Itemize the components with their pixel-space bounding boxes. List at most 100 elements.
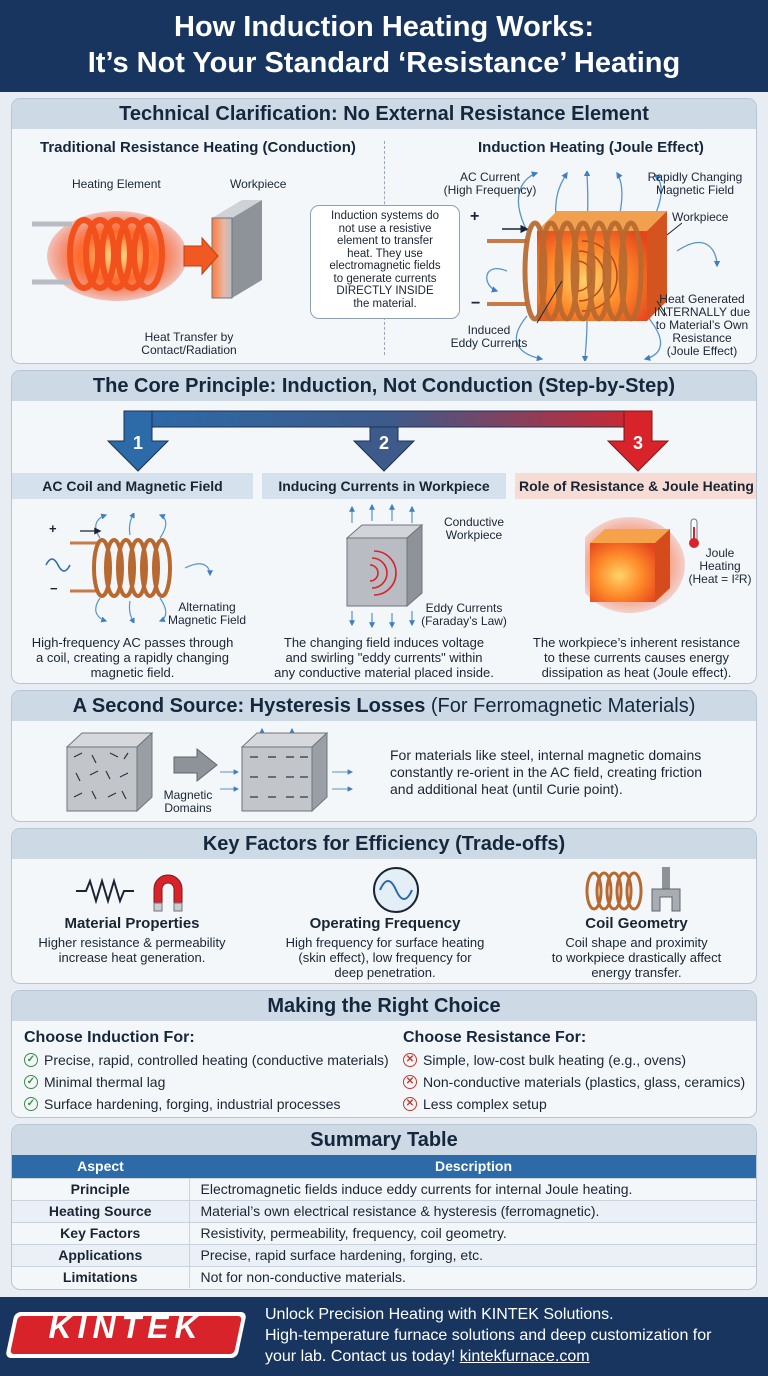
step-1-desc-line-3: magnetic field.	[90, 665, 175, 680]
summary-title: Summary Table	[12, 1125, 756, 1155]
factor-1-desc-line-2: increase heat generation.	[58, 950, 206, 965]
resistance-choice-item: ✕Less complex setup	[403, 1093, 745, 1115]
table-cell-aspect: Heating Source	[12, 1199, 190, 1222]
table-cell-aspect: Applications	[12, 1243, 190, 1266]
ac-coil-illustration	[45, 513, 213, 623]
eddy-line-2: Eddy Currents	[450, 336, 528, 350]
joule-heating-illustration	[585, 517, 699, 613]
footer-line-2: High-temperature furnace solutions and d…	[265, 1327, 712, 1344]
step-3-desc-line-3: dissipation as heat (Joule effect).	[541, 665, 732, 680]
factor-1-title: Material Properties	[64, 915, 200, 932]
step-2-title: Inducing Currents in Workpiece	[262, 473, 506, 499]
table-cell-description: Material’s own electrical resistance & h…	[189, 1199, 756, 1222]
table-cell-description: Resistivity, permeability, frequency, co…	[189, 1221, 756, 1244]
table-cell-description: Not for non-conductive materials.	[189, 1265, 756, 1288]
coil-geometry-icon	[585, 867, 681, 912]
induction-illustration	[486, 171, 721, 361]
ac-current-line-1: AC Current	[459, 170, 521, 184]
magnetic-domains-illustration	[65, 727, 354, 813]
step-3-title: Role of Resistance & Joule Heating	[515, 473, 756, 499]
page-title-line-1: How Induction Heating Works:	[174, 11, 594, 43]
step-1-desc-line-1: High-frequency AC passes through	[31, 635, 234, 650]
step-2-number: 2	[378, 433, 389, 453]
step-3-number: 3	[632, 433, 643, 453]
eddy-current-illustration	[345, 503, 424, 628]
table-cell-aspect: Principle	[12, 1177, 190, 1200]
resistance-choice-text: Non-conductive materials (plastics, glas…	[423, 1074, 746, 1090]
check-icon: ✓	[24, 1053, 38, 1067]
hysteresis-desc: For materials like steel, internal magne…	[390, 747, 750, 798]
induction-choice-item: ✓ Precise, rapid, controlled heating (con…	[24, 1049, 389, 1071]
step-2-desc-line-3: any conductive material placed inside.	[274, 665, 494, 680]
clarification-title: Technical Clarification: No External Res…	[12, 99, 756, 129]
minus-terminal: −	[471, 295, 481, 312]
factor-2-desc-line-1: High frequency for surface heating	[285, 935, 485, 950]
step-2-card: Inducing Currents in Workpiece Conductiv…	[262, 473, 507, 683]
resistance-choice-text: Simple, low-cost bulk heating (e.g., ove…	[423, 1052, 687, 1068]
website-link[interactable]: kintekfurnace.com	[459, 1348, 590, 1365]
note-line-4: heat. They use	[347, 247, 423, 260]
step-1-number: 1	[132, 433, 143, 453]
field-line-1: Rapidly Changing	[647, 170, 743, 184]
heating-element-label: Heating Element	[72, 177, 161, 191]
footer-banner: KINTEK Unlock Precision Heating with KIN…	[0, 1297, 768, 1376]
resistance-choice-heading: Choose Resistance For:	[403, 1029, 587, 1046]
heat-gen-line-1: Heat Generated	[659, 292, 745, 306]
heat-gen-line-4: Resistance	[672, 331, 732, 345]
induction-choice-item: ✓Surface hardening, forging, industrial …	[24, 1093, 389, 1115]
induction-choice-heading: Choose Induction For:	[24, 1029, 195, 1046]
step-3-desc-line-2: to these currents causes energy	[544, 650, 729, 665]
factor-3-desc-line-1: Coil shape and proximity	[565, 935, 708, 950]
resistance-choice-item: ✕ Non-conductive materials (plastics, gla…	[403, 1071, 745, 1093]
step-1-minus: −	[50, 581, 58, 596]
note-line-7: DIRECTLY INSIDE	[336, 285, 434, 297]
resistor-magnet-icon	[76, 874, 183, 912]
x-icon: ✕	[403, 1075, 417, 1089]
footer-line-3-text: your lab. Contact us today!	[265, 1348, 460, 1365]
choice-title: Making the Right Choice	[12, 991, 756, 1021]
note-line-8: the material.	[353, 297, 417, 310]
induction-choice-text: Minimal thermal lag	[44, 1074, 166, 1090]
factors-panel: Key Factors for Efficiency (Trade-offs) …	[11, 828, 757, 984]
step-3-desc-line-1: The workpiece’s inherent resistance	[532, 635, 741, 650]
factor-3-desc-line-3: energy transfer.	[591, 965, 682, 980]
core-title: The Core Principle: Induction, Not Condu…	[12, 371, 756, 401]
core-principle-panel: The Core Principle: Induction, Not Condu…	[11, 370, 757, 684]
plus-terminal: +	[470, 208, 480, 225]
step-1-plus: +	[49, 521, 57, 536]
hysteresis-desc-line-1: For materials like steel, internal magne…	[390, 747, 702, 763]
field-line-2: Magnetic Field	[655, 183, 735, 197]
x-icon: ✕	[403, 1053, 417, 1067]
note-line-6: to generate currents	[333, 272, 437, 285]
step-2-label-b-line-2: (Faraday’s Law)	[421, 614, 507, 628]
choice-panel: Making the Right Choice Choose Induction…	[11, 990, 757, 1118]
note-line-5: electromagnetic fields	[329, 260, 441, 272]
domains-label-line-1: Magnetic	[163, 788, 213, 802]
column-header-aspect: Aspect	[12, 1155, 189, 1178]
induction-choice-text: Precise, rapid, controlled heating (cond…	[44, 1052, 389, 1068]
step-2-desc-line-1: The changing field induces voltage	[283, 635, 485, 650]
heat-gen-line-3: to Material’s Own	[655, 318, 749, 332]
table-cell-aspect: Key Factors	[12, 1221, 190, 1244]
resistance-choice-list: ✕ Simple, low-cost bulk heating (e.g., ov…	[403, 1049, 745, 1115]
footer-line-1: Unlock Precision Heating with KINTEK Sol…	[265, 1306, 614, 1323]
domains-label-line-2: Domains	[164, 801, 212, 815]
step-3-label-line-3: (Heat = I²R)	[688, 572, 752, 586]
factor-3-title: Coil Geometry	[585, 915, 688, 932]
x-icon: ✕	[403, 1097, 417, 1111]
page-title-line-2: It’s Not Your Standard ‘Resistance’ Heat…	[87, 47, 681, 79]
note-line-2: not use a resistive	[338, 222, 432, 235]
induction-heading: Induction Heating (Joule Effect)	[478, 139, 704, 156]
step-2-label-b-line-1: Eddy Currents	[425, 601, 503, 615]
hysteresis-desc-line-3: and additional heat (until Curie point).	[390, 781, 623, 797]
heat-transfer-line-1: Heat Transfer by	[144, 330, 234, 344]
note-line-1: Induction systems do	[330, 210, 440, 222]
resistance-choice-item: ✕ Simple, low-cost bulk heating (e.g., ov…	[403, 1049, 745, 1071]
column-header-description: Description	[189, 1155, 756, 1178]
step-1-label-line-1: Alternating	[178, 600, 236, 614]
step-1-label-line-2: Magnetic Field	[167, 613, 247, 627]
induction-choice-text: Surface hardening, forging, industrial p…	[44, 1096, 341, 1112]
